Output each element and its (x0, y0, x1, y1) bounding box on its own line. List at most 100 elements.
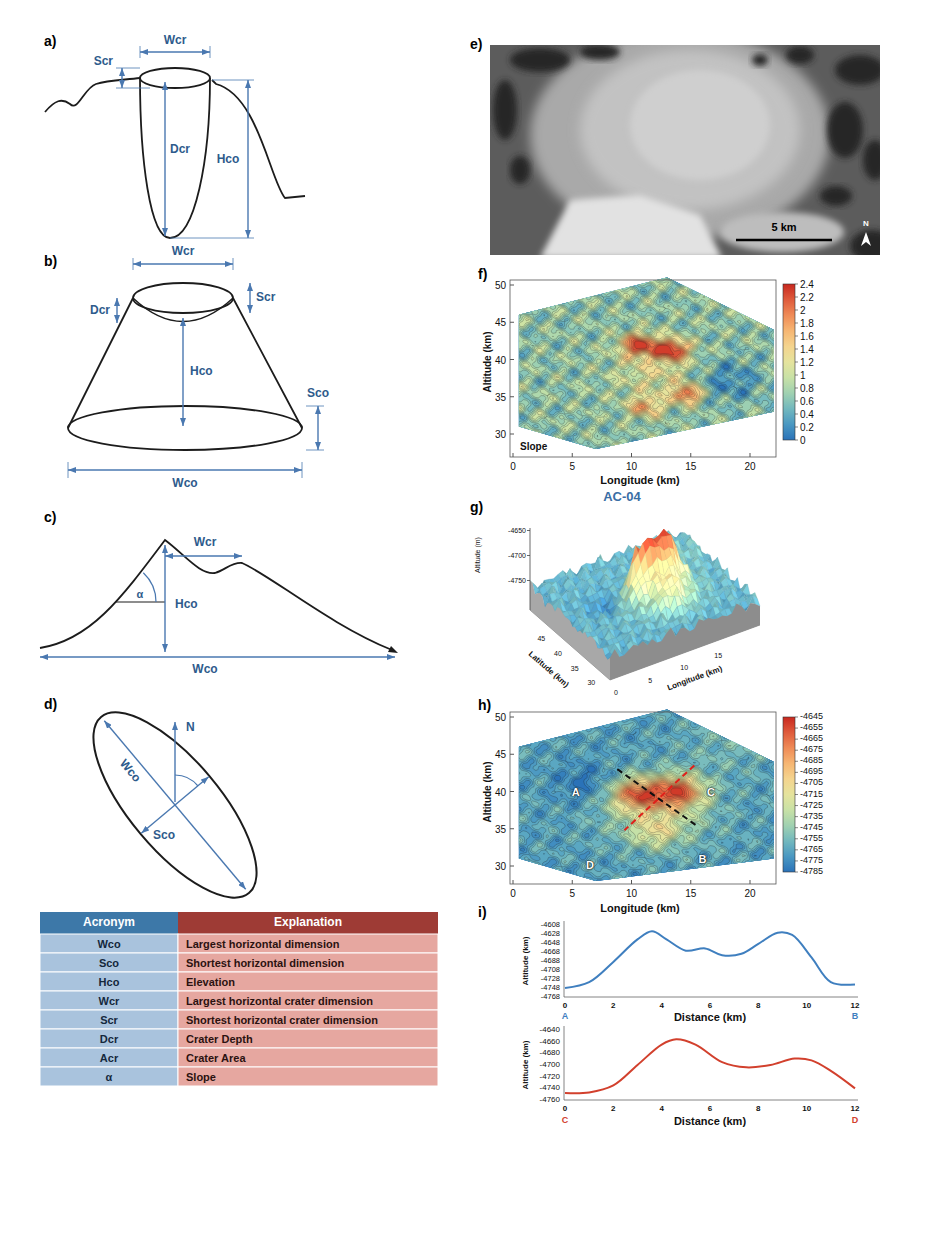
colorbar-tick (795, 310, 798, 311)
tick-label: -4728 (541, 975, 560, 983)
colorbar-tick (795, 860, 798, 861)
table-cell: Shortest horizontal crater dimension (186, 1013, 378, 1025)
scale-bar (736, 239, 832, 242)
tick-mark (510, 717, 514, 718)
tick-mark (510, 434, 514, 435)
tick-label: 0 (563, 1105, 567, 1114)
tick-label: 8 (756, 1105, 760, 1114)
table-cell (178, 991, 438, 1010)
tick-mark (510, 396, 514, 397)
axis-title: Longitude (km) (600, 902, 679, 914)
contour-band (513, 268, 777, 456)
tick-mark (527, 580, 530, 581)
guide-line (210, 46, 211, 58)
crater-rim (133, 283, 233, 313)
tick-mark (510, 359, 514, 360)
profile-line (617, 769, 698, 826)
guide-line (116, 68, 140, 69)
colorbar (783, 717, 795, 872)
colorbar-tick (795, 414, 798, 415)
table-cell (40, 1010, 178, 1029)
contour-band (625, 336, 695, 411)
axis-title: Latitude (km) (526, 650, 570, 690)
tick-label: 2 (611, 1002, 615, 1011)
dark-terrain (580, 45, 620, 60)
table-cell (178, 1067, 438, 1086)
tick-label: 12 (851, 1105, 860, 1114)
colorbar-label: -4775 (800, 856, 823, 866)
guide-line (233, 258, 234, 270)
tick-mark (510, 791, 514, 792)
tick-label: 15 (685, 888, 696, 899)
contour-band (618, 779, 698, 813)
contour-band (631, 338, 686, 392)
dark-terrain (820, 186, 852, 206)
slope-map (500, 265, 790, 465)
colorbar-tick (795, 728, 798, 729)
colorbar-tick (795, 838, 798, 839)
contour-band (513, 268, 777, 456)
colorbar-label: 0.6 (800, 396, 814, 407)
acronym-table (40, 912, 438, 1086)
dimension-label: Wco (172, 477, 197, 490)
tick-mark (690, 880, 691, 884)
plot-ground (500, 697, 790, 897)
tick-mark (527, 530, 530, 531)
tick-label: 2 (611, 1105, 615, 1114)
contour-band (614, 775, 703, 841)
tick-label: 5 (569, 888, 575, 899)
tick-mark (513, 880, 514, 884)
table-header: Acronym (83, 916, 135, 929)
profiles (564, 921, 858, 1100)
panel-letter: a) (44, 34, 56, 49)
surface-3d (527, 528, 760, 680)
tick-label: 6 (708, 1002, 712, 1011)
profile-end-label: B (852, 1012, 859, 1022)
axis-title: Altitude (km) (482, 331, 493, 392)
contour-band (623, 782, 693, 806)
tick-mark (750, 453, 751, 457)
colorbar-label: -4745 (800, 823, 823, 833)
surface-facet (680, 614, 687, 624)
tick-label: -4750 (508, 577, 526, 585)
dark-terrain (752, 54, 768, 66)
tick-label: 30 (495, 861, 506, 872)
tick-label: 0 (510, 461, 516, 472)
contour-band (513, 268, 777, 456)
tick-label: 45 (495, 749, 506, 760)
colorbar-label: 2 (800, 305, 806, 316)
terrain-line (45, 78, 140, 112)
dimension-label: Wco (117, 757, 143, 785)
colorbar-label: -4645 (800, 712, 823, 722)
dimension-label: Dcr (170, 143, 190, 156)
axis-line (564, 1026, 858, 1100)
table-cell: Slope (186, 1070, 216, 1082)
crater-floor (630, 70, 770, 180)
tick-label: -4700 (540, 1061, 560, 1070)
panel-letter: c) (44, 510, 56, 525)
panel-letter: d) (44, 697, 57, 712)
table-cell (40, 953, 178, 972)
tick-label: -4720 (540, 1072, 560, 1081)
surface-facet (659, 529, 666, 537)
contour-band (620, 780, 696, 809)
surface-facet (672, 587, 679, 597)
contour-band (513, 268, 777, 456)
tick-label: 0 (563, 1002, 567, 1011)
guide-line (306, 450, 324, 451)
footprint-ellipse (67, 688, 284, 922)
colorbar-tick (795, 772, 798, 773)
tick-mark (510, 866, 514, 867)
contour-band (623, 335, 699, 415)
contour-band (513, 700, 777, 888)
tick-label: 10 (626, 888, 637, 899)
table-cell (40, 991, 178, 1010)
tick-label: -4768 (541, 993, 560, 1001)
satellite-image (490, 45, 880, 255)
dimension-label: Wcr (172, 245, 195, 258)
table-cell: Wco (97, 937, 120, 949)
elevation-profile (565, 931, 855, 988)
table-cell: Sco (99, 956, 119, 968)
dimension-label: Hco (190, 365, 213, 378)
